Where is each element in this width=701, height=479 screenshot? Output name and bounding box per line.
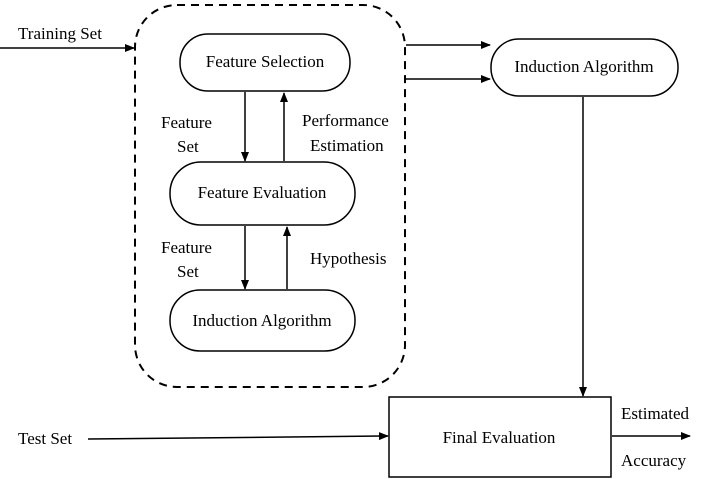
outer-induction-algorithm-node [490,38,679,97]
feature-set-label-1b: Set [177,137,199,156]
feature-set-label-2b: Set [177,262,199,281]
feature-evaluation-node [169,161,356,226]
estimation-label: Estimation [310,136,384,155]
feature-selection-label: Feature Selection [206,52,325,71]
feature-set-label-2a: Feature [161,238,212,257]
feature-evaluation-label: Feature Evaluation [198,183,327,202]
outer-induction-algorithm-label: Induction Algorithm [514,57,653,76]
test-set-label: Test Set [18,429,72,448]
test-set-arrow [87,432,389,441]
feature-selection-node [179,33,351,92]
training-set-label: Training Set [18,24,102,43]
final-evaluation-label: Final Evaluation [443,428,556,447]
inner-induction-algorithm-node [169,289,356,352]
feature-set-label-1a: Feature [161,113,212,132]
hypothesis-label: Hypothesis [310,249,387,268]
performance-label: Performance [302,111,389,130]
final-evaluation-node [388,396,612,478]
accuracy-label: Accuracy [621,451,687,470]
inner-induction-algorithm-label: Induction Algorithm [192,311,331,330]
estimated-label: Estimated [621,404,689,423]
